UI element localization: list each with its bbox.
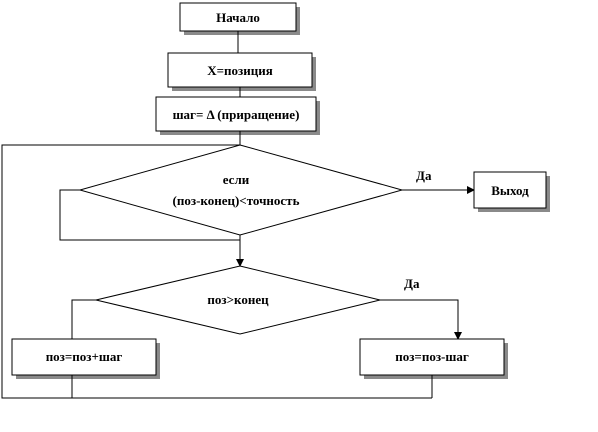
init-position-box: X=позиция [167, 52, 316, 91]
add-step-box: поз=поз+шаг [11, 338, 160, 379]
sub-step-label: поз=поз-шаг [395, 349, 469, 364]
decision-compare: поз>конец [95, 265, 381, 335]
decision-precision: если (поз-конец)<точность [78, 144, 404, 236]
start-label: Начало [216, 10, 260, 25]
exit-label: Выход [491, 183, 529, 198]
exit-box: Выход [473, 171, 550, 212]
step-label: шаг= Δ (приращение) [173, 107, 300, 122]
step-box: шаг= Δ (приращение) [155, 96, 320, 135]
connector-no-add [71, 299, 96, 339]
start-box: Начало [179, 2, 300, 35]
yes-label-2: Да [404, 276, 420, 291]
add-step-label: поз=поз+шаг [46, 349, 123, 364]
sub-step-box: поз=поз-шаг [359, 338, 508, 379]
decision-precision-line1: если [223, 172, 250, 187]
connector-yes-sub [380, 299, 462, 340]
connector-loop-back [1, 144, 432, 399]
init-position-label: X=позиция [207, 63, 273, 78]
connector-no-precision [59, 189, 240, 241]
yes-label-1: Да [416, 168, 432, 183]
decision-precision-line2: (поз-конец)<точность [173, 193, 300, 208]
decision-compare-label: поз>конец [207, 292, 269, 307]
